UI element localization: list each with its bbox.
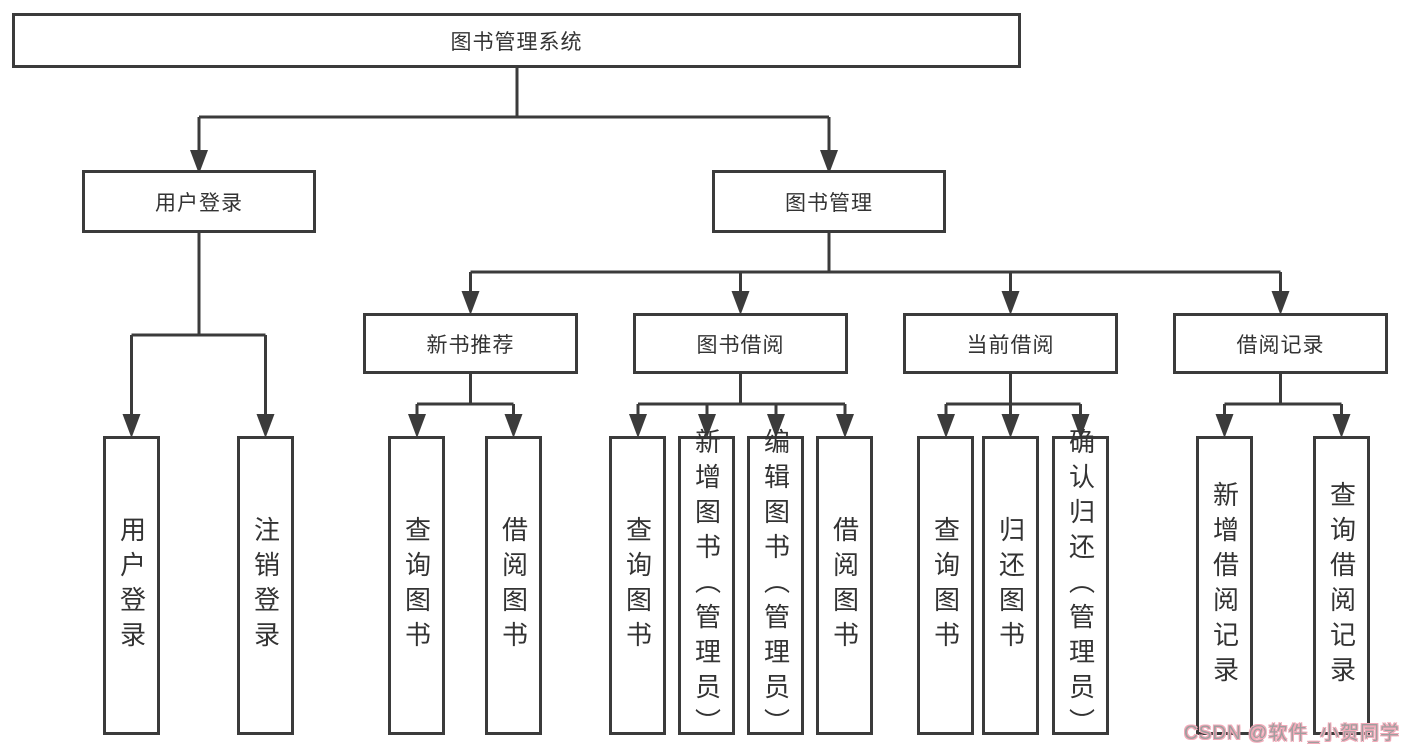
node-label: 注销登录 — [250, 515, 281, 656]
leaf-logout: 注销登录 — [237, 436, 294, 735]
leaf-edit-books-admin: 编辑图书（管理员） — [747, 428, 804, 743]
node-label: 新增图书（管理员） — [691, 428, 722, 743]
node-library-system: 图书管理系统 — [12, 13, 1021, 68]
node-label: 借阅记录 — [1236, 333, 1325, 357]
node-label: 图书借阅 — [696, 333, 785, 357]
node-current-borrow: 当前借阅 — [903, 313, 1118, 374]
leaf-borrow-books: 借阅图书 — [816, 436, 873, 735]
leaf-add-books-admin: 新增图书（管理员） — [678, 428, 735, 743]
node-label: 借阅图书 — [498, 515, 529, 656]
node-new-book-recommend: 新书推荐 — [363, 313, 578, 374]
node-user-login: 用户登录 — [82, 170, 316, 233]
leaf-confirm-return-admin: 确认归还（管理员） — [1052, 428, 1109, 743]
node-book-borrow: 图书借阅 — [633, 313, 848, 374]
node-label: 编辑图书（管理员） — [760, 428, 791, 743]
node-label: 查询图书 — [930, 515, 961, 656]
leaf-query-borrow-record: 查询借阅记录 — [1313, 436, 1370, 735]
node-label: 确认归还（管理员） — [1065, 428, 1096, 743]
leaf-query-books-recommend: 查询图书 — [388, 436, 445, 735]
node-label: 借阅图书 — [829, 515, 860, 656]
node-borrow-records: 借阅记录 — [1173, 313, 1388, 374]
node-book-management: 图书管理 — [712, 170, 946, 233]
csdn-watermark: CSDN @软件_小贺同学 — [1184, 723, 1400, 744]
leaf-borrow-books-recommend: 借阅图书 — [485, 436, 542, 735]
leaf-query-books-current: 查询图书 — [917, 436, 974, 735]
leaf-return-books: 归还图书 — [982, 436, 1039, 735]
node-label: 查询图书 — [622, 515, 653, 656]
node-label: 图书管理 — [785, 191, 873, 215]
node-label: 用户登录 — [155, 191, 243, 215]
node-label: 图书管理系统 — [450, 30, 583, 54]
leaf-user-login: 用户登录 — [103, 436, 160, 735]
leaf-add-borrow-record: 新增借阅记录 — [1196, 436, 1253, 735]
node-label: 查询图书 — [401, 515, 432, 656]
node-label: 用户登录 — [116, 515, 147, 656]
node-label: 新书推荐 — [426, 333, 515, 357]
node-label: 当前借阅 — [966, 333, 1055, 357]
leaf-query-books-borrow: 查询图书 — [609, 436, 666, 735]
node-label: 归还图书 — [995, 515, 1026, 656]
node-label: 查询借阅记录 — [1326, 480, 1357, 691]
node-label: 新增借阅记录 — [1209, 480, 1240, 691]
